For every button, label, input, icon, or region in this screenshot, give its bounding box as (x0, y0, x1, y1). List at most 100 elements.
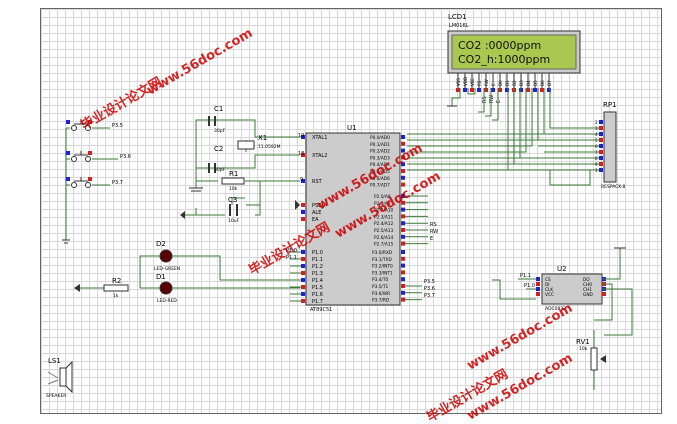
pin-num-9: 9 (300, 177, 303, 183)
rv-ref: RV1 (576, 338, 590, 346)
mcu-left-pin-label: RST (312, 179, 323, 185)
rp1-pin-num: 2 (595, 120, 598, 125)
mcu-p1-pin-marker (301, 271, 305, 275)
lcd-pin-marker (491, 88, 495, 92)
adc-pin-label: CLK (545, 287, 553, 293)
resistor-r1[interactable]: R1 10k (221, 170, 245, 192)
net-rs: RS (482, 96, 488, 103)
lcd-pin-marker (456, 88, 460, 92)
key-net-p35: P3.5 (112, 123, 123, 129)
mcu-left-pin-label: ALE (312, 210, 321, 216)
rv-value: 10k (579, 346, 588, 352)
lcd-pin-marker (519, 88, 523, 92)
rp1-pin-marker (599, 138, 603, 142)
lcd-pin-label: D2 (512, 80, 517, 86)
mcu-p2-pin-marker (401, 241, 405, 246)
rp1-pin-marker (599, 144, 603, 148)
mcu-p0-pin-label: P0.7/AD7 (370, 183, 390, 189)
mcu-ctrl-labels: RS RW E (430, 222, 438, 242)
capacitor-c2[interactable]: C2 30pF (208, 145, 226, 173)
mcu-left-pin-label: XTAL1 (312, 135, 327, 141)
rp1-part: RESPACK-8 (601, 184, 625, 190)
key-contact (71, 125, 77, 131)
rp1-pin-num: 5 (595, 138, 598, 143)
adc-pin-marker (536, 277, 540, 281)
mcu-p3-pin-label: P3.5/T1 (372, 284, 388, 290)
lcd-pin-label: RW (484, 79, 489, 86)
rp1-pin-num: 1 (595, 168, 598, 173)
r2-value: 1k (113, 293, 119, 299)
mcu-p3-pin-label: P3.1/TXD (372, 257, 392, 263)
mcu-left-pin-marker (301, 153, 305, 157)
speaker-ls1[interactable]: LS1 SPEAKER (46, 357, 73, 399)
key-pin-marker (66, 177, 70, 181)
mcu-p0-pin-label: P0.1/AD1 (370, 142, 390, 148)
mcu-left-pin-marker (301, 203, 305, 207)
mcu-ref: U1 (347, 124, 357, 132)
key-contact (71, 182, 77, 188)
lcd-pin-marker (505, 88, 509, 92)
mcu-p2-pin-marker (401, 194, 405, 198)
mcu-p3-pin-label: P3.7/RD (372, 298, 390, 304)
key-net-p36: P3.6 (120, 154, 131, 160)
mcu-left-pin-label: EA (312, 217, 319, 223)
lcd-pin-marker (533, 88, 537, 92)
reset-arrow-2 (295, 200, 300, 210)
rp1-pin-marker (599, 126, 603, 130)
key-net-p37: P3.7 (112, 180, 123, 186)
mcu-p0-pin-label: P0.3/AD3 (370, 155, 390, 161)
lcd-pin-marker (498, 88, 502, 92)
mcu-p0-pin-marker (401, 141, 405, 146)
mcu-net-p10: P1.0 (286, 248, 297, 254)
mcu-p2-pin-marker (401, 234, 405, 239)
adc-pin-label: CH0 (583, 282, 592, 288)
mcu-p0-pin-label: P0.0/AD0 (370, 135, 390, 141)
mcu-p1-pin-marker (301, 285, 305, 289)
mcu-p1-pin-marker (301, 257, 305, 261)
adc-net-p11: P1.1 (520, 273, 531, 279)
lcd-pin-marker (484, 88, 488, 92)
lcd-pin-marker (470, 88, 474, 92)
key-contact (85, 182, 91, 188)
adc-pin-label: CS (545, 277, 551, 283)
mcu-p2-pin-marker (401, 207, 405, 212)
mcu-p1-net-labels: P1.0 P1.1 (286, 248, 297, 261)
mcu-p3-pin-label: P3.2/INT0 (372, 264, 393, 270)
key-pin-marker (88, 177, 92, 181)
mcu-p0-pin-marker (401, 155, 405, 160)
potentiometer-rv1[interactable]: RV1 10k (576, 338, 606, 371)
r2-power-arrow (74, 284, 80, 292)
mcu-p2-pin-label: P2.3/A11 (374, 214, 394, 220)
crystal-x1[interactable]: X1 11.0592M (237, 134, 281, 150)
mcu-p3-pin-marker (401, 263, 405, 268)
mcu-net-p11: P1.1 (286, 255, 297, 261)
mcu-p0-pins: P0.0/AD0P0.1/AD1P0.2/AD2P0.3/AD3P0.4/AD4… (370, 135, 405, 189)
d1-ref: D1 (156, 273, 166, 281)
mcu-p2-pin-label: P2.6/A14 (374, 235, 394, 241)
c2-value: 30pF (214, 167, 226, 173)
ls1-value: SPEAKER (46, 393, 66, 399)
mcu-p0-pin-marker (401, 169, 405, 173)
rp1-ref: RP1 (603, 101, 617, 109)
adc-pin-marker (602, 292, 606, 296)
mcu-left-pin-label: PSEN (312, 203, 325, 209)
u2-ref: U2 (557, 265, 567, 273)
mcu-net-e: E (430, 236, 433, 242)
key-group[interactable] (62, 127, 118, 244)
capacitor-c1[interactable]: C1 30pF (208, 105, 226, 134)
mcu-net-p36: P3.6 (424, 286, 435, 292)
mcu-p2-pin-label: P2.0/A8 (374, 194, 391, 200)
capacitor-c3[interactable]: C3 10uF (228, 196, 240, 224)
pin-num-19: 19 (298, 133, 304, 139)
lcd-pin-marker (540, 88, 544, 92)
resistor-r2[interactable]: R2 1k (103, 277, 129, 299)
reset-circuit[interactable] (185, 180, 300, 216)
mcu-p3-pin-marker (401, 277, 405, 282)
lcd-module[interactable]: LCD1 LM016L CO2 :0000ppm CO2_h:1000ppm V… (447, 13, 581, 92)
led-wires (80, 255, 300, 289)
